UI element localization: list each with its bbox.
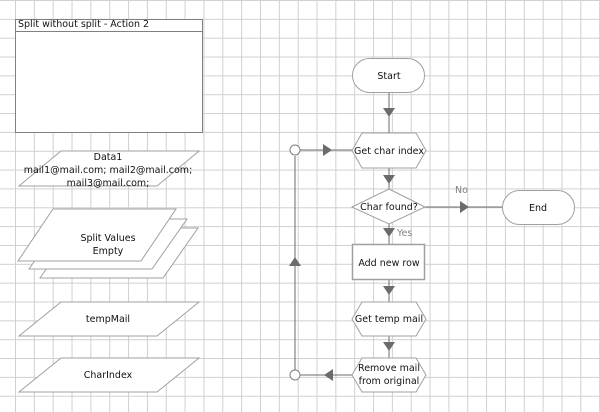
arrow-up-icon (289, 257, 301, 266)
node-label: End (529, 203, 547, 214)
loop-junction-bottom[interactable] (289, 369, 301, 381)
node-label: Get char index (354, 146, 424, 157)
node-start[interactable]: Start (352, 58, 425, 93)
no-label: No (455, 185, 468, 196)
arrow-down-icon (383, 175, 395, 184)
arrow-down-icon (383, 286, 395, 295)
variable-value-line: Empty (93, 246, 124, 257)
variable-name: Split Values (80, 233, 135, 244)
variable-value-line: mail1@mail.com; mail2@mail.com; (24, 165, 193, 176)
connectors: No Yes (289, 92, 502, 381)
variable-name: Data1 (94, 152, 123, 163)
variable-tempmail[interactable]: tempMail (17, 301, 201, 337)
arrow-down-icon (383, 228, 395, 237)
node-label: Add new row (358, 258, 420, 269)
arrow-right-icon (323, 144, 332, 156)
frame-title: Split without split - Action 2 (18, 19, 150, 30)
variable-name: CharIndex (84, 370, 133, 381)
node-label: Start (377, 71, 400, 82)
arrow-down-icon (383, 342, 395, 351)
arrow-left-icon (324, 369, 333, 381)
node-get-char-index[interactable]: Get char index (351, 132, 427, 169)
node-label-line: Remove mail (358, 363, 420, 374)
node-get-temp-mail[interactable]: Get temp mail (351, 301, 427, 337)
loop-junction-top[interactable] (289, 144, 301, 156)
variable-name: tempMail (86, 314, 130, 325)
node-label-line: from original (359, 376, 420, 387)
arrow-down-icon (383, 108, 395, 117)
node-add-new-row[interactable]: Add new row (351, 243, 426, 281)
variable-charindex[interactable]: CharIndex (17, 357, 201, 393)
arrow-right-icon (460, 201, 469, 213)
node-end[interactable]: End (502, 190, 575, 225)
variable-value-line: mail3@mail.com; (67, 178, 150, 189)
variable-data1[interactable]: Data1 mail1@mail.com; mail2@mail.com; ma… (17, 150, 201, 189)
action-frame[interactable] (15, 19, 203, 133)
node-remove-mail[interactable]: Remove mail from original (351, 357, 427, 393)
node-label: Get temp mail (355, 314, 423, 325)
node-char-found-decision[interactable]: Char found? (350, 188, 427, 225)
node-label: Char found? (360, 202, 418, 213)
yes-label: Yes (396, 228, 412, 239)
variable-split-values[interactable]: Split Values Empty (17, 208, 199, 279)
